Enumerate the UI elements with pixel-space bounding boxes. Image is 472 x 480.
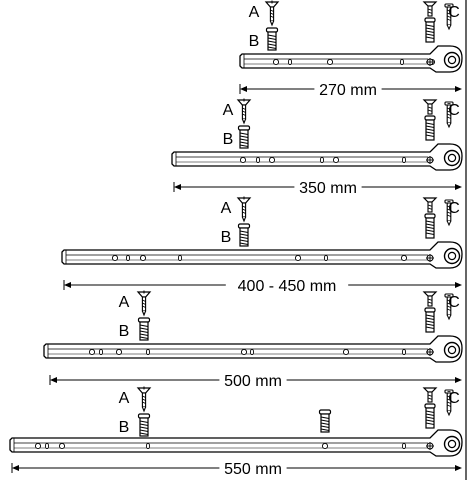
mounting-hole (321, 442, 329, 450)
mounting-slot (255, 156, 261, 164)
mounting-hole (139, 254, 147, 262)
label-a: A (119, 390, 130, 407)
rail-group-5: AB C 550 mm (9, 385, 463, 478)
screw-hole-marker (426, 348, 434, 356)
mounting-hole (268, 156, 276, 164)
mounting-hole (332, 156, 340, 164)
drawer-rail (61, 241, 463, 269)
mounting-hole (88, 348, 96, 356)
screw-b-icon (237, 223, 251, 247)
drawer-rail (171, 143, 463, 171)
rail-length-label: 400 - 450 mm (238, 278, 337, 295)
mounting-hole (240, 348, 248, 356)
screw-ab-icon (423, 99, 437, 141)
mounting-slot (319, 156, 325, 164)
label-c: C (448, 102, 460, 119)
mounting-slot (323, 254, 329, 262)
roller-wheel-icon (443, 435, 461, 453)
label-c: C (448, 294, 460, 311)
label-a: A (223, 102, 234, 119)
rail-group-4: AB C 500 mm (43, 289, 463, 390)
drawer-rail (9, 429, 463, 457)
mounting-hole (400, 254, 408, 262)
dimension-line (49, 375, 462, 385)
roller-wheel-icon (443, 247, 461, 265)
screw-hole-marker (426, 156, 434, 164)
mounting-hole (272, 58, 280, 66)
screw-ab-icon (423, 387, 437, 429)
screw-ab-icon (423, 1, 437, 43)
rail-group-3: AB C 400 - 450 mm (61, 195, 463, 295)
roller-wheel-icon (443, 341, 461, 359)
mounting-hole (115, 348, 123, 356)
mounting-slot (44, 442, 50, 450)
mounting-slot (399, 58, 405, 66)
screw-hole-marker (426, 254, 434, 262)
mounting-slot (401, 348, 407, 356)
mounting-hole (294, 254, 302, 262)
mounting-slot (145, 348, 151, 356)
label-b: B (249, 33, 260, 50)
screw-a-icon (265, 0, 279, 26)
rail-group-1: AB C 270 mm (239, 0, 463, 99)
screw-b-icon (137, 317, 151, 341)
screw-a-icon (237, 97, 251, 124)
drawer-rail (239, 45, 463, 73)
screw-a-icon (237, 195, 251, 222)
rail-length-label: 550 mm (224, 461, 282, 478)
mounting-hole (34, 442, 42, 450)
mounting-slot (249, 348, 255, 356)
roller-wheel-icon (443, 51, 461, 69)
dimension-line (11, 463, 462, 473)
label-a: A (249, 4, 260, 21)
mounting-hole (58, 442, 66, 450)
label-c: C (448, 4, 460, 21)
screw-b-icon (318, 409, 332, 433)
mounting-slot (98, 348, 104, 356)
screw-b-icon (265, 27, 279, 51)
mounting-hole (326, 58, 334, 66)
mounting-slot (177, 254, 183, 262)
mounting-hole (111, 254, 119, 262)
label-a: A (221, 200, 232, 217)
dimension-line (173, 182, 462, 192)
roller-wheel-icon (443, 149, 461, 167)
screw-a-icon (137, 289, 151, 316)
screw-hole-marker (426, 442, 434, 450)
dimension-line (239, 84, 462, 94)
mounting-hole (342, 348, 350, 356)
mounting-hole (239, 156, 247, 164)
rail-length-label: 350 mm (299, 180, 357, 197)
label-a: A (119, 294, 130, 311)
screw-a-icon (137, 385, 151, 412)
label-c: C (448, 200, 460, 217)
label-c: C (448, 390, 460, 407)
mounting-slot (401, 156, 407, 164)
screw-b-icon (137, 413, 151, 437)
mounting-slot (145, 442, 151, 450)
screw-ab-icon (423, 291, 437, 333)
screw-b-icon (237, 125, 251, 149)
rail-group-2: AB C 350 mm (171, 97, 463, 197)
dimension-line (63, 280, 462, 290)
label-b: B (221, 229, 232, 246)
rail-length-label: 500 mm (224, 373, 282, 390)
mounting-slot (125, 254, 131, 262)
rail-length-label: 270 mm (319, 82, 377, 99)
screw-hole-marker (426, 58, 434, 66)
label-b: B (119, 323, 130, 340)
label-b: B (119, 419, 130, 436)
drawer-rail (43, 335, 463, 363)
mounting-slot (401, 442, 407, 450)
mounting-slot (287, 58, 293, 66)
screw-ab-icon (423, 197, 437, 239)
label-b: B (223, 131, 234, 148)
